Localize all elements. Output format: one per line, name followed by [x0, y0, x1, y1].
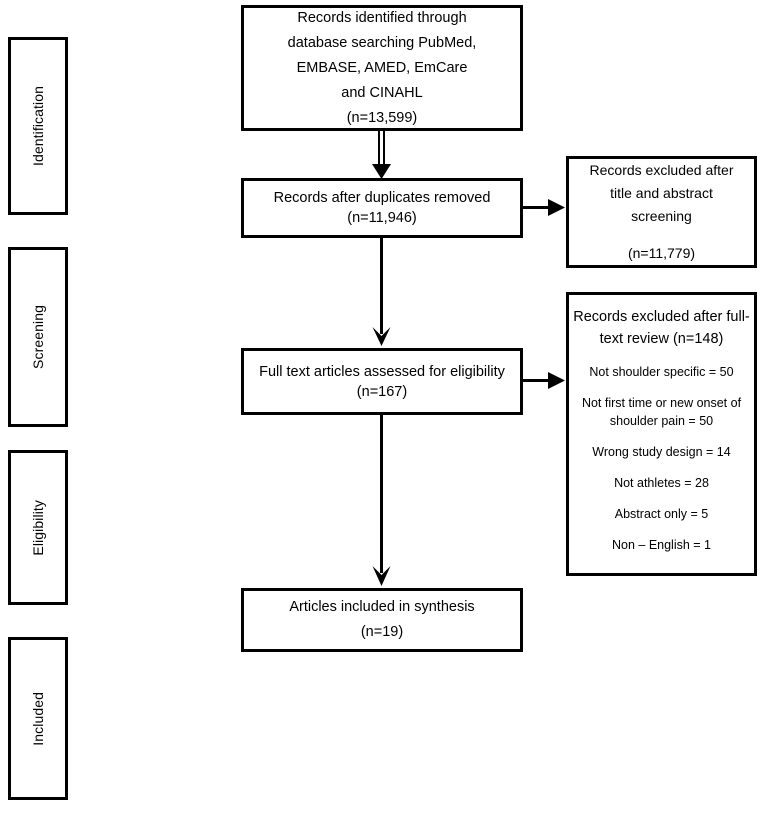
exclusion-reason-not-first-time-line-2: shoulder pain = 50 — [609, 414, 714, 428]
arrow-head-down-icon — [372, 566, 391, 586]
arrow-head-hollow-down-icon — [372, 164, 391, 179]
node-full-text-assessed-count: (n=167) — [356, 383, 408, 400]
exclusion-reason-wrong-study-design: Wrong study design = 14 — [592, 445, 731, 459]
node-records-identified-line-4: and CINAHL — [341, 84, 423, 101]
stage-box-included: Included — [8, 637, 68, 800]
stage-label-eligibility: Eligibility — [30, 499, 46, 556]
node-records-after-duplicates-count: (n=11,946) — [347, 210, 417, 226]
exclusion-reason-not-athletes: Not athletes = 28 — [614, 476, 709, 490]
node-articles-included: Articles included in synthesis (n=19) — [241, 588, 523, 652]
node-excluded-title-abstract-line-3: screening — [631, 208, 692, 224]
node-excluded-title-abstract-line-2: title and abstract — [610, 185, 713, 201]
node-excluded-title-abstract-line-1: Records excluded after — [589, 162, 734, 178]
exclusion-reason-non-english: Non – English = 1 — [611, 538, 712, 552]
node-excluded-full-text-heading-1: Records excluded after full- — [573, 309, 750, 325]
node-records-after-duplicates-line-1: Records after duplicates removed — [273, 190, 491, 206]
node-records-identified-line-3: EMBASE, AMED, EmCare — [296, 59, 468, 76]
stage-box-screening: Screening — [8, 247, 68, 427]
arrow-head-right-icon — [548, 199, 565, 216]
node-records-identified: Records identified through database sear… — [241, 5, 523, 131]
node-records-identified-line-2: database searching PubMed, — [287, 34, 477, 51]
stage-label-screening: Screening — [30, 305, 46, 369]
arrow-head-right-icon — [548, 372, 565, 389]
node-excluded-title-abstract-count: (n=11,779) — [627, 245, 696, 261]
node-excluded-full-text-heading-2: text review (n=148) — [599, 331, 724, 347]
node-excluded-full-text: Records excluded after full- text review… — [566, 292, 757, 576]
node-records-identified-line-1: Records identified through — [297, 9, 467, 26]
exclusion-reason-not-first-time-line-1: Not first time or new onset of — [581, 396, 742, 410]
node-full-text-assessed: Full text articles assessed for eligibil… — [241, 348, 523, 415]
stage-box-eligibility: Eligibility — [8, 450, 68, 605]
stage-label-included: Included — [30, 691, 46, 746]
stage-box-identification: Identification — [8, 37, 68, 215]
node-full-text-assessed-line-1: Full text articles assessed for eligibil… — [259, 363, 505, 380]
node-excluded-title-abstract: Records excluded after title and abstrac… — [566, 156, 757, 268]
node-articles-included-line-1: Articles included in synthesis — [289, 599, 475, 615]
node-articles-included-count: (n=19) — [360, 624, 404, 640]
exclusion-reason-abstract-only: Abstract only = 5 — [614, 507, 709, 521]
arrow-head-down-icon — [372, 327, 391, 346]
exclusion-reason-not-shoulder-specific: Not shoulder specific = 50 — [589, 365, 734, 379]
node-records-identified-count: (n=13,599) — [346, 109, 418, 126]
node-records-after-duplicates: Records after duplicates removed (n=11,9… — [241, 178, 523, 238]
stage-label-identification: Identification — [30, 85, 46, 166]
